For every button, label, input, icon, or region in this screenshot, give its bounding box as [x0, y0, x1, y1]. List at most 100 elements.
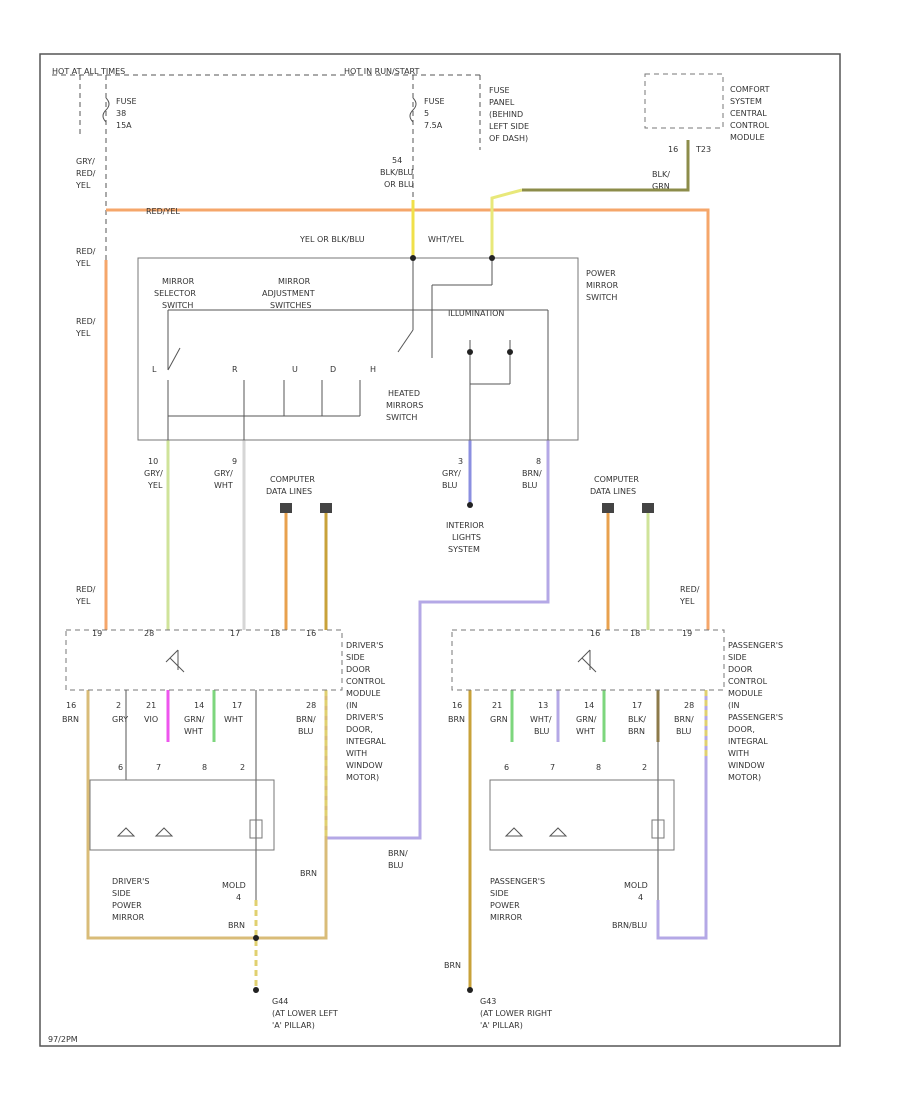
pm-conn-2: 4: [638, 893, 643, 902]
pass-label-11: WINDOW: [728, 761, 765, 770]
dm-label-4: MIRROR: [112, 913, 145, 922]
wire-blk-grn: [522, 140, 690, 192]
driver-label-1: DRIVER'S: [346, 641, 383, 650]
pass-bottom-pin-3: 13: [538, 701, 548, 710]
comfort-label-4: CONTROL: [730, 121, 770, 130]
p3-wire-1: GRY/: [442, 469, 461, 478]
dm-brn: BRN: [228, 921, 245, 930]
illumination-label: ILLUMINATION: [448, 309, 504, 318]
p8-num: 8: [536, 457, 541, 466]
driver-top-pin-3: 17: [230, 629, 240, 638]
pm-pin-4: 2: [642, 763, 647, 772]
pass-wire-3a: WHT/: [530, 715, 552, 724]
heated-label-2: MIRRORS: [386, 401, 423, 410]
wire-wht-yel: [490, 188, 523, 258]
driver-wire-6a: BRN/: [296, 715, 316, 724]
pass-bottom-pin-5: 17: [632, 701, 642, 710]
left-red-yel-1b: YEL: [75, 259, 91, 268]
power-mirror-switch: POWER MIRROR SWITCH YEL OR BLK/BLU WHT/Y…: [137, 235, 619, 441]
fuse-38-label: FUSE: [116, 97, 137, 106]
red-yel-top-label: RED/YEL: [146, 207, 180, 216]
comfort-label-2: SYSTEM: [730, 97, 762, 106]
comfort-pin: 16: [668, 145, 678, 154]
pass-label-12: MOTOR): [728, 773, 761, 782]
pm-label-4: MIRROR: [490, 913, 523, 922]
passenger-door-control-module: 16 18 19 RED/ YEL PASSENGER'S SIDE DOOR …: [448, 585, 783, 782]
pm-label-3: POWER: [490, 901, 520, 910]
pass-label-9: INTEGRAL: [728, 737, 768, 746]
pass-wire-4b: WHT: [576, 727, 595, 736]
comfort-label-1: COMFORT: [730, 85, 770, 94]
left-red-yel-3a: RED/: [76, 585, 96, 594]
wire-left-1: GRY/: [76, 157, 95, 166]
contact-r: R: [232, 365, 238, 374]
wire-pass-brn-blu: [656, 690, 708, 940]
switch-output-labels: 10 GRY/ YEL 9 GRY/ WHT 3 GRY/ BLU 8 BRN/…: [144, 457, 654, 554]
pass-label-8: DOOR,: [728, 725, 755, 734]
driver-wire-2: GRY: [112, 715, 128, 724]
contact-d: D: [330, 365, 336, 374]
driver-label-9: INTEGRAL: [346, 737, 386, 746]
switch-wire-in-left: YEL OR BLK/BLU: [299, 235, 365, 244]
comfort-label-5: MODULE: [730, 133, 765, 142]
driver-bottom-pin-2: 2: [116, 701, 121, 710]
pm-brn-blu: BRN/BLU: [612, 921, 647, 930]
computer-right-1: COMPUTER: [594, 475, 639, 484]
computer-left-1: COMPUTER: [270, 475, 315, 484]
pass-label-4: CONTROL: [728, 677, 768, 686]
driver-top-pin-4: 18: [270, 629, 280, 638]
driver-label-6: (IN: [346, 701, 357, 710]
driver-bottom-pin-3: 21: [146, 701, 156, 710]
comfort-connector: T23: [695, 145, 711, 154]
contact-h: H: [370, 365, 376, 374]
pass-bottom-pin-2: 21: [492, 701, 502, 710]
pass-red-yel-1: RED/: [680, 585, 700, 594]
dm-ground-3: 'A' PILLAR): [272, 1021, 315, 1030]
fuse-5-label: FUSE: [424, 97, 445, 106]
pass-top-pin-2: 18: [630, 629, 640, 638]
contact-u: U: [292, 365, 298, 374]
computer-left-2: DATA LINES: [266, 487, 312, 496]
driver-top-pin-1: 19: [92, 629, 102, 638]
p8-wire-2: BLU: [522, 481, 538, 490]
p10-wire-2: YEL: [147, 481, 163, 490]
footer-code: 97/2PM: [48, 1035, 78, 1044]
wire-left-3: YEL: [75, 181, 91, 190]
pass-label-6: (IN: [728, 701, 739, 710]
p9-wire-1: GRY/: [214, 469, 233, 478]
dm-pin-4: 2: [240, 763, 245, 772]
left-red-yel-1a: RED/: [76, 247, 96, 256]
driver-door-control-module: 19 28 17 18 16 DRIVER'S SIDE DOOR CONTRO…: [62, 629, 386, 782]
dm-pin-3: 8: [202, 763, 207, 772]
dm-ground-2: (AT LOWER LEFT: [272, 1009, 338, 1018]
pass-top-pin-3: 19: [682, 629, 692, 638]
fuse-panel-label-4: LEFT SIDE: [489, 122, 529, 131]
driver-label-11: WINDOW: [346, 761, 383, 770]
driver-wire-1: BRN: [62, 715, 79, 724]
driver-wire-5: WHT: [224, 715, 243, 724]
hot-at-all-times-label: HOT AT ALL TIMES: [52, 67, 125, 76]
wire-red-yel-main: [106, 208, 710, 630]
fuse-5-number: 5: [424, 109, 429, 118]
brn-right-label: BRN: [444, 961, 461, 970]
fuse-panel-label-2: PANEL: [489, 98, 515, 107]
pm-ground-1: G43: [480, 997, 496, 1006]
comfort-label-3: CENTRAL: [730, 109, 767, 118]
wire-mid-3: OR BLU: [384, 180, 414, 189]
pass-bottom-pin-4: 14: [584, 701, 594, 710]
dm-label-3: POWER: [112, 901, 142, 910]
fuse-38-number: 38: [116, 109, 126, 118]
power-supply-section: HOT AT ALL TIMES HOT IN RUN/START FUSE 3…: [52, 67, 529, 260]
comfort-wire-1: BLK/: [652, 170, 670, 179]
pass-label-10: WITH: [728, 749, 749, 758]
pm-pin-3: 8: [596, 763, 601, 772]
selector-label-3: SWITCH: [162, 301, 193, 310]
pass-wire-1: BRN: [448, 715, 465, 724]
pm-label-1: PASSENGER'S: [490, 877, 545, 886]
fuse-panel-label-1: FUSE: [489, 86, 510, 95]
pass-wire-5a: BLK/: [628, 715, 646, 724]
pass-bottom-pin-1: 16: [452, 701, 462, 710]
brn-left-label: BRN: [300, 869, 317, 878]
heated-label-3: SWITCH: [386, 413, 417, 422]
pass-wire-6a: BRN/: [674, 715, 694, 724]
